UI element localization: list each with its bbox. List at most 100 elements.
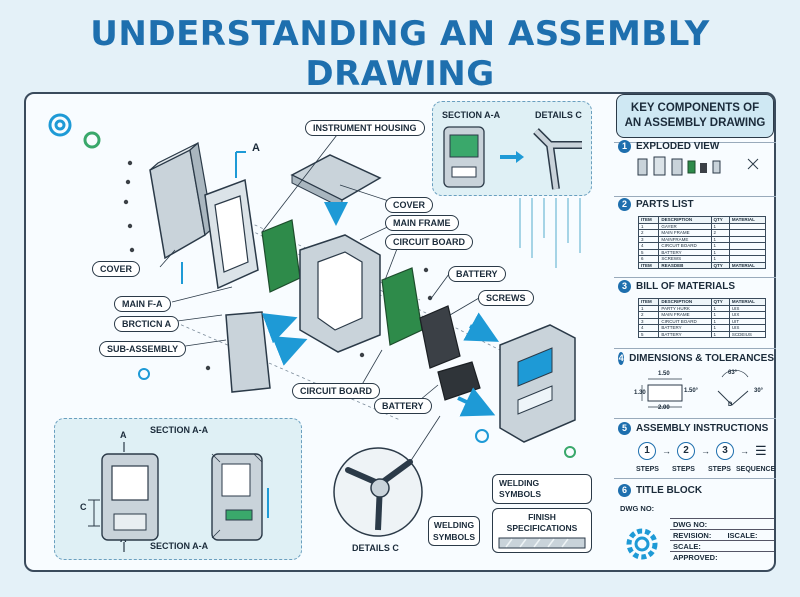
divider [614,277,776,278]
dim-d: D [728,402,733,408]
welding-symbols-line-2: SYMBOLS [499,489,542,499]
key-components-sidebar: KEY COMPONENTS OF AN ASSEMBLY DRAWING 1 … [614,92,776,572]
section-title-block: 6 TITLE BLOCK [618,484,774,497]
section-panel-title: SECTION A-A [150,425,209,435]
divider [614,142,776,143]
dwg-no-left: DWG NO: [620,504,655,513]
page-title: UNDERSTANDING AN ASSEMBLY DRAWING [90,14,710,94]
table-cell: SCDEIUS [728,330,767,338]
gear-icon [138,368,150,380]
battery-part [419,305,461,369]
sidebar-heading: KEY COMPONENTS OF AN ASSEMBLY DRAWING [616,94,774,138]
section-number: 6 [618,484,631,497]
section-number: 2 [618,198,631,211]
label-circuit-board-top: CIRCUIT BOARD [385,234,473,250]
table-footer-row: ITEM REASDEB QTY MATERIAL [637,261,767,269]
arrow-icon: → [701,446,710,456]
divider [614,196,776,197]
top-inset-details-title: DETAILS C [535,110,582,120]
section-title: 1 EXPLODED VIEW [618,140,774,153]
details-c-label: DETAILS C [352,543,399,553]
label-main-fa: MAIN F-A [114,296,171,312]
title-block: DWG NO: DWG NO: REVISION: ISCALE: SCALE:… [614,498,776,572]
approved-field: APPROVED: [670,551,774,562]
dwg-no-field: DWG NO: [670,518,774,529]
section-number: 1 [618,140,631,153]
table-cell: BATTERY [658,330,712,338]
cover-part [149,141,214,260]
welding-symbols-box: WELDING SYMBOLS [492,474,592,504]
circuit-board-part [381,267,423,346]
finish-line-2: SPECIFICATIONS [506,523,578,533]
finish-line-1: FINISH [528,512,556,522]
exploded-view-illustration [48,113,585,549]
label-cover-left: COVER [92,261,141,277]
gear-icon [48,113,101,149]
table-footer: MATERIAL [728,261,767,269]
section-number: 3 [618,280,631,293]
table-footer: REASDEB [658,261,712,269]
battery-part [437,361,481,401]
section-number: 5 [618,422,631,435]
label-sub-assembly: SUB-ASSEMBLY [99,341,187,357]
dim-1-50: 1.50 [658,371,670,377]
section-label: BILL OF MATERIALS [636,281,736,292]
step-label: STEPS [636,466,659,473]
sub-assembly-part [225,311,271,393]
welding-label: WELDING SYMBOLS [428,516,480,546]
label-brction-a: BRCTICN A [114,316,180,332]
section-marker-a-top: A [120,430,127,440]
section-a-a-drawing [88,442,269,552]
table-header-row: ITEM DESCRIPTION QTY MATERIAL [637,298,767,306]
gear-icon [475,429,489,443]
section-label: DIMENSIONS & TOLERANCES [629,353,774,364]
top-inset-drawing [443,126,582,190]
details-c-magnifier [333,415,441,537]
divider [614,348,776,349]
iscale-label: ISCALE: [727,531,758,540]
section-title: 6 TITLE BLOCK [618,484,774,497]
gear-icon [564,446,576,458]
finish-bar [498,537,586,549]
section-marker-c: C [80,502,87,512]
circuit-board-part [261,219,301,293]
step-3: 3 [716,442,734,460]
section-exploded-view: 1 EXPLODED VIEW [618,140,774,186]
exploded-view-icon [637,156,759,176]
dimensions-drawing [641,369,749,408]
divider [614,418,776,419]
sidebar-heading-line-2: AN ASSEMBLY DRAWING [624,117,766,129]
frame-plate [204,178,259,290]
steps-row: 1 → 2 → 3 → ☰ [638,442,774,460]
label-circuit-board-bottom: CIRCUIT BOARD [292,383,380,399]
arrow-icon: → [740,446,749,456]
dim-2-00: 2.00 [658,405,670,411]
gear-icon [626,528,658,560]
main-frame-part [299,234,381,353]
top-cover-part [290,154,382,201]
section-dimensions-tolerances: 4 DIMENSIONS & TOLERANCES [618,352,774,420]
dim-angle-30: 30° [754,388,764,394]
label-instrument-housing: INSTRUMENT HOUSING [305,120,425,136]
assembled-device [499,324,576,443]
section-label: TITLE BLOCK [636,485,703,496]
table-footer: QTY [710,261,730,269]
section-number: 4 [618,352,625,365]
section-assembly-instructions: 5 ASSEMBLY INSTRUCTIONS 1 → 2 → 3 → ☰ [618,422,774,460]
marker-a: A [252,142,260,154]
section-title: 5 ASSEMBLY INSTRUCTIONS [618,422,774,435]
dim-angle-63: 63° [728,370,738,376]
section-label: ASSEMBLY INSTRUCTIONS [636,423,769,434]
welding-label-line-2: SYMBOLS [432,532,476,542]
revision-field: REVISION: ISCALE: [670,529,774,540]
step-2: 2 [677,442,695,460]
sidebar-heading-line-1: KEY COMPONENTS OF [630,102,760,114]
section-panel-bottom-title: SECTION A-A [150,541,209,551]
section-bill-of-materials: 3 BILL OF MATERIALS ITEM DESCRIPTION QTY… [618,280,774,338]
arrow-icon: → [662,446,671,456]
label-main-frame: MAIN FRAME [385,215,459,231]
table-cell: 1 [710,330,730,338]
